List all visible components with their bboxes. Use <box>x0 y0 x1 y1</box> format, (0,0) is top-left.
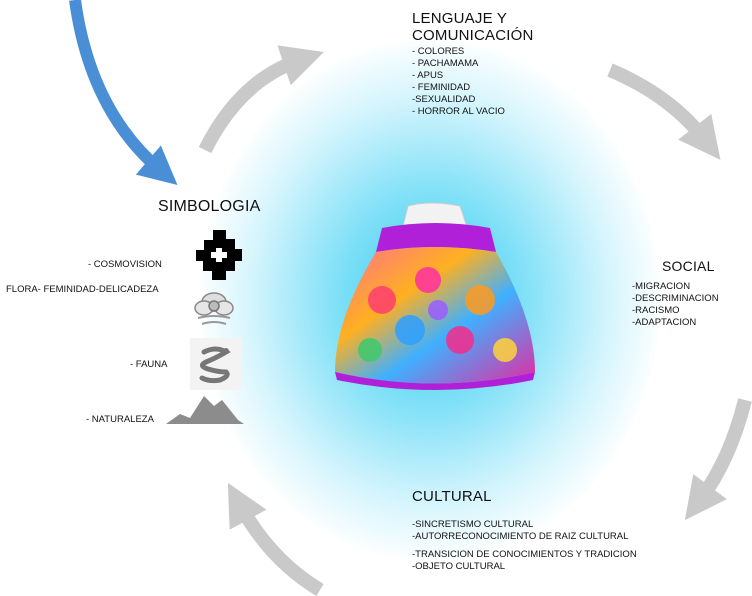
mountain-icon <box>166 396 244 424</box>
cultural-heading: CULTURAL <box>412 488 492 505</box>
lenguaje-heading-line1: LENGUAJE Y <box>412 10 508 27</box>
list-item: -MIGRACION <box>632 281 691 292</box>
cultural-block: CULTURAL -SINCRETISMO CULTURAL -AUTORREC… <box>412 488 637 573</box>
list-item: -RACISMO <box>632 305 680 316</box>
social-heading: SOCIAL <box>662 258 715 274</box>
simbologia-heading: SIMBOLOGIA <box>158 198 261 215</box>
fauna-label: - FAUNA <box>130 359 168 370</box>
list-item: -TRANSICION DE CONOCIMIENTOS Y TRADICION <box>412 549 637 560</box>
list-item: -SINCRETISMO CULTURAL <box>412 519 534 530</box>
list-item: - APUS <box>412 70 444 81</box>
fauna-icon-box <box>190 338 242 390</box>
social-block: SOCIAL -MIGRACION -DESCRIMINACION -RACIS… <box>632 258 719 329</box>
social-list: -MIGRACION -DESCRIMINACION -RACISMO -ADA… <box>632 281 719 329</box>
cycle-arrow-bottom-left <box>227 482 324 596</box>
cycle-arrow-top-right <box>607 63 721 160</box>
chakana-cross-icon <box>196 230 242 280</box>
cultural-list-1: -SINCRETISMO CULTURAL -AUTORRECONOCIMIEN… <box>412 519 637 543</box>
cosmovision-label: - COSMOVISION <box>88 259 162 270</box>
list-item: - COLORES <box>412 46 465 57</box>
serpent-icon <box>199 346 231 384</box>
lenguaje-block: LENGUAJE Y COMUNICACIÓN - COLORES - PACH… <box>412 10 534 118</box>
flora-label: FLORA- FEMINIDAD-DELICADEZA <box>6 284 159 295</box>
lenguaje-heading-line2: COMUNICACIÓN <box>412 27 534 44</box>
list-item: -AUTORRECONOCIMIENTO DE RAIZ CULTURAL <box>412 531 629 542</box>
list-item: -ADAPTACION <box>632 317 697 328</box>
cycle-arrow-top-left <box>198 45 324 154</box>
cultural-list-2: -TRANSICION DE CONOCIMIENTOS Y TRADICION… <box>412 549 637 573</box>
cycle-arrow-right <box>684 398 752 521</box>
naturaleza-label: - NATURALEZA <box>86 414 154 425</box>
pollera-skirt-image <box>335 202 535 390</box>
list-item: -OBJETO CULTURAL <box>412 561 506 572</box>
list-item: - FEMINIDAD <box>412 82 471 93</box>
list-item: -SEXUALIDAD <box>412 94 476 105</box>
flower-icon <box>194 292 234 325</box>
list-item: -DESCRIMINACION <box>632 293 719 304</box>
lenguaje-list: - COLORES - PACHAMAMA - APUS - FEMINIDAD… <box>412 46 534 118</box>
list-item: - PACHAMAMA <box>412 58 479 69</box>
pointer-arrow-blue <box>69 0 178 186</box>
list-item: - HORROR AL VACIO <box>412 106 505 117</box>
